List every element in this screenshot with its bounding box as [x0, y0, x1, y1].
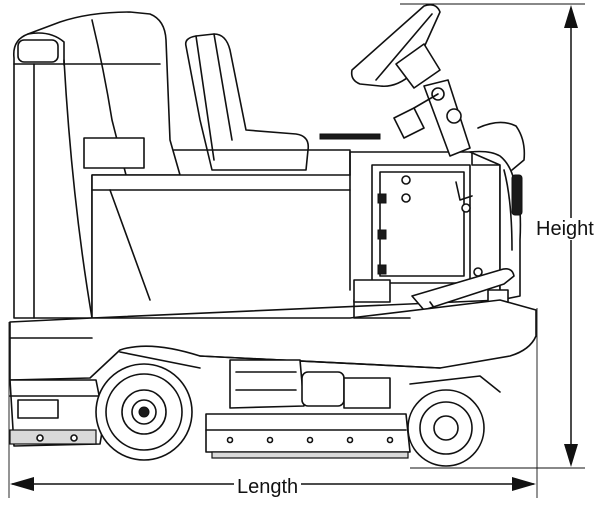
panel-latch [377, 264, 387, 275]
floor-scrubber-machine [9, 4, 537, 467]
height-arrow-bottom [564, 444, 578, 467]
length-label: Length [234, 476, 302, 498]
brush-deck [205, 413, 411, 453]
wheel-hub [395, 43, 441, 89]
rear-wheel [95, 363, 193, 461]
height-label: Height [533, 218, 597, 240]
deck-mat [319, 133, 381, 140]
front-wheel [407, 389, 485, 467]
tank-cap [17, 39, 59, 63]
seat [184, 33, 310, 171]
length-arrow-right [512, 477, 536, 491]
drive-motor [229, 359, 305, 409]
steering-wheel [350, 4, 441, 88]
panel-bolt [461, 203, 471, 213]
panel-bolt [401, 175, 411, 185]
tank-label-panel [83, 137, 145, 169]
height-arrow-top [564, 5, 578, 28]
panel-latch [377, 229, 387, 240]
foot-pedal [411, 268, 515, 311]
length-arrow-left [10, 477, 34, 491]
panel-bolt [473, 267, 483, 277]
front-light [511, 174, 523, 216]
panel-bolt [401, 193, 411, 203]
column-pivot [446, 108, 462, 124]
panel-latch [377, 193, 387, 204]
